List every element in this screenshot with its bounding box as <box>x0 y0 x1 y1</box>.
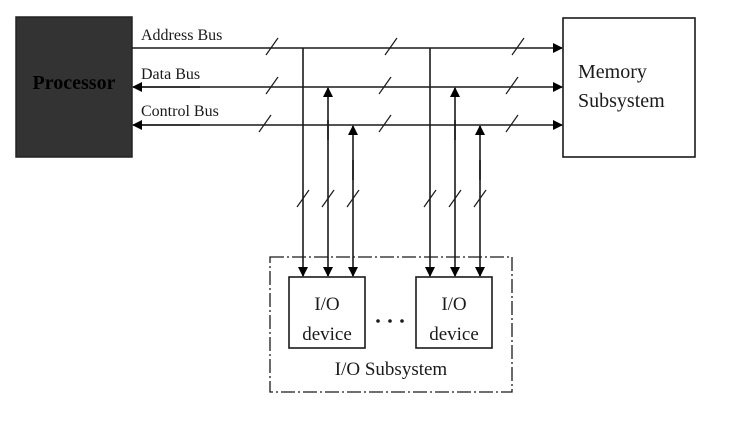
processor-block: Processor <box>15 16 133 158</box>
device-2-connections <box>423 48 487 277</box>
address-bus-label: Address Bus <box>141 27 222 44</box>
address-bus-width-marker <box>511 37 525 56</box>
io-width-marker <box>448 189 462 208</box>
io-device-2-label-line1: I/O <box>441 294 466 315</box>
memory-block: Memory Subsystem <box>562 17 696 158</box>
io-width-marker <box>321 189 335 208</box>
control-bus-width-marker <box>258 114 272 133</box>
io-subsystem: I/O device I/O device I/O Subsystem <box>269 256 513 393</box>
data-bus-width-marker <box>505 76 519 95</box>
io-device-1-label-line2: device <box>302 324 352 345</box>
data-bus-width-marker <box>378 76 392 95</box>
io-width-marker <box>346 189 360 208</box>
memory-box <box>562 17 696 158</box>
data-bus-width-marker <box>265 76 279 95</box>
io-device-2-label-line2: device <box>429 324 479 345</box>
ellipsis-dot <box>388 319 392 323</box>
io-width-marker <box>473 189 487 208</box>
processor-box <box>15 16 133 158</box>
io-subsystem-label: I/O Subsystem <box>335 359 448 380</box>
io-subsystem-border <box>269 256 513 393</box>
memory-label-line1: Memory <box>578 61 647 83</box>
io-device-1-label-line1: I/O <box>314 294 339 315</box>
address-bus-width-marker <box>265 37 279 56</box>
io-width-marker <box>423 189 437 208</box>
processor-label: Processor <box>33 72 116 94</box>
data-bus-label: Data Bus <box>141 66 200 83</box>
control-bus-width-marker <box>378 114 392 133</box>
io-device-2-box <box>415 276 493 349</box>
address-bus-width-marker <box>384 37 398 56</box>
memory-label-line2: Subsystem <box>578 90 665 112</box>
ellipsis-dot <box>400 319 404 323</box>
ellipsis-dots <box>376 319 404 323</box>
device-1-connections <box>296 48 360 277</box>
control-bus-label: Control Bus <box>141 103 219 120</box>
control-bus-width-marker <box>505 114 519 133</box>
io-device-1-box <box>288 276 366 349</box>
address-bus <box>132 37 563 56</box>
data-bus <box>132 76 563 95</box>
ellipsis-dot <box>376 319 380 323</box>
io-width-marker <box>296 189 310 208</box>
